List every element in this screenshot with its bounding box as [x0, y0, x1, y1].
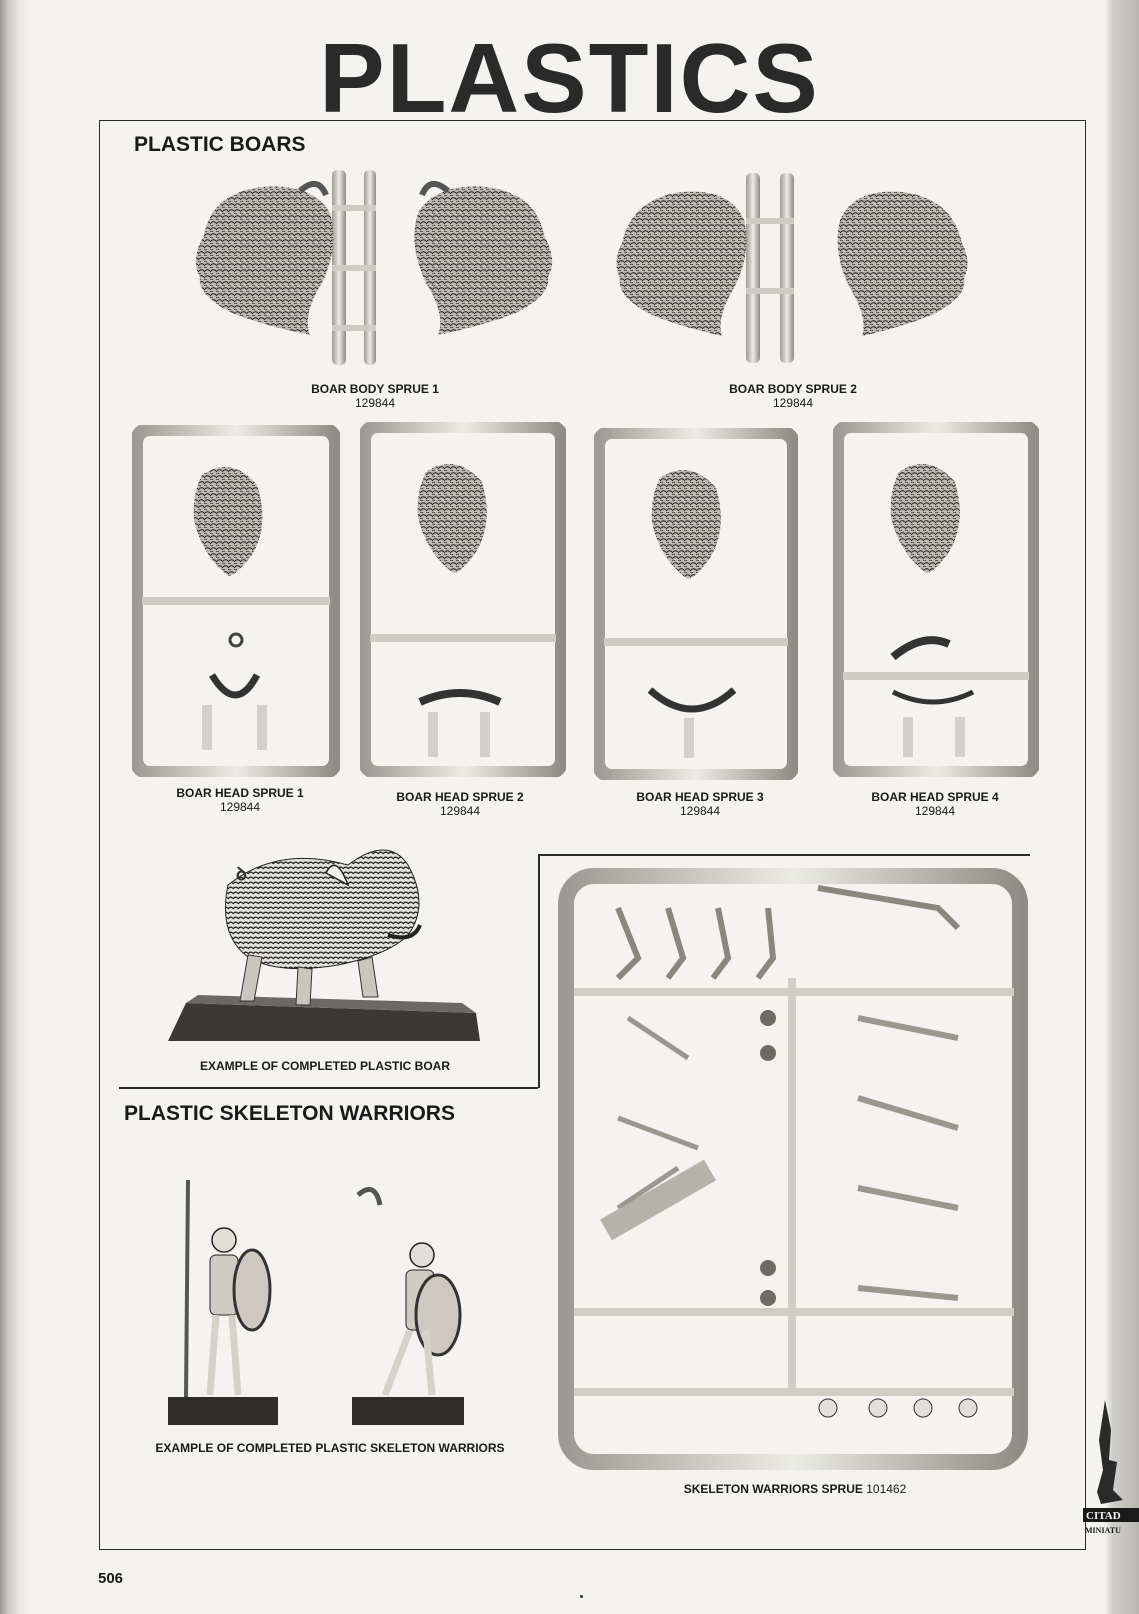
- boar-head-sprue-1-photo: [132, 425, 340, 777]
- caption-skeleton-sprue: SKELETON WARRIORS SPRUE 101462: [640, 1482, 950, 1496]
- sprue-code: 129844: [219, 800, 261, 814]
- svg-text:MINIATU: MINIATU: [1085, 1526, 1121, 1535]
- section-divider-top: [538, 854, 1030, 856]
- page-mark: [580, 1595, 583, 1598]
- boar-head-sprue-4-photo: [833, 422, 1039, 777]
- section-divider: [119, 1087, 538, 1089]
- page-binding: [0, 0, 30, 1614]
- sprue-code: 129844: [679, 804, 721, 818]
- skeleton-warriors-sprue-photo: [558, 868, 1028, 1470]
- sprue-code: 129844: [439, 804, 481, 818]
- sprue-code: 129844: [772, 396, 814, 410]
- sprue-name: BOAR BODY SPRUE 2: [729, 382, 857, 396]
- citadel-miniatures-logo: CITAD MINIATU: [1083, 1400, 1139, 1535]
- caption-boar-head-4: BOAR HEAD SPRUE 4 129844: [845, 790, 1025, 818]
- sprue-name: BOAR HEAD SPRUE 4: [871, 790, 999, 804]
- boar-body-sprue-2-photo: [616, 173, 968, 363]
- page-title: PLASTICS: [319, 23, 820, 133]
- section-heading-skeletons: PLASTIC SKELETON WARRIORS: [124, 1102, 455, 1125]
- caption-boar-head-2: BOAR HEAD SPRUE 2 129844: [370, 790, 550, 818]
- sprue-name: SKELETON WARRIORS SPRUE: [683, 1482, 863, 1496]
- section-heading-boars: PLASTIC BOARS: [134, 133, 306, 156]
- boar-body-sprue-1-photo: [195, 170, 553, 365]
- caption-text: EXAMPLE OF COMPLETED PLASTIC BOAR: [199, 1059, 450, 1073]
- sprue-name: BOAR HEAD SPRUE 1: [176, 786, 304, 800]
- completed-boar-photo: ꝺ: [168, 849, 480, 1041]
- sprue-name: BOAR BODY SPRUE 1: [311, 382, 439, 396]
- completed-skeletons-photo: [168, 1179, 464, 1425]
- caption-boar-head-3: BOAR HEAD SPRUE 3 129844: [610, 790, 790, 818]
- svg-text:CITAD: CITAD: [1086, 1510, 1121, 1522]
- caption-completed-skeletons: EXAMPLE OF COMPLETED PLASTIC SKELETON WA…: [130, 1441, 530, 1455]
- section-divider-vertical: [538, 854, 540, 1088]
- content-frame: [99, 120, 1086, 1550]
- caption-boar-body-1: BOAR BODY SPRUE 1 129844: [300, 382, 450, 410]
- sprue-name: BOAR HEAD SPRUE 2: [396, 790, 524, 804]
- sprue-code: 129844: [914, 804, 956, 818]
- page-edge: [1105, 0, 1139, 1614]
- caption-text: EXAMPLE OF COMPLETED PLASTIC SKELETON WA…: [155, 1441, 505, 1455]
- sprue-name: BOAR HEAD SPRUE 3: [636, 790, 764, 804]
- boar-head-sprue-2-photo: [360, 422, 566, 777]
- sprue-code: 129844: [354, 396, 396, 410]
- caption-boar-body-2: BOAR BODY SPRUE 2 129844: [718, 382, 868, 410]
- sprue-code: 101462: [866, 1482, 907, 1496]
- caption-completed-boar: EXAMPLE OF COMPLETED PLASTIC BOAR: [160, 1059, 490, 1073]
- caption-boar-head-1: BOAR HEAD SPRUE 1 129844: [150, 786, 330, 814]
- svg-text:ꝺ: ꝺ: [236, 864, 247, 885]
- page-number: 506: [98, 1570, 124, 1587]
- boar-head-sprue-3-photo: [594, 428, 798, 780]
